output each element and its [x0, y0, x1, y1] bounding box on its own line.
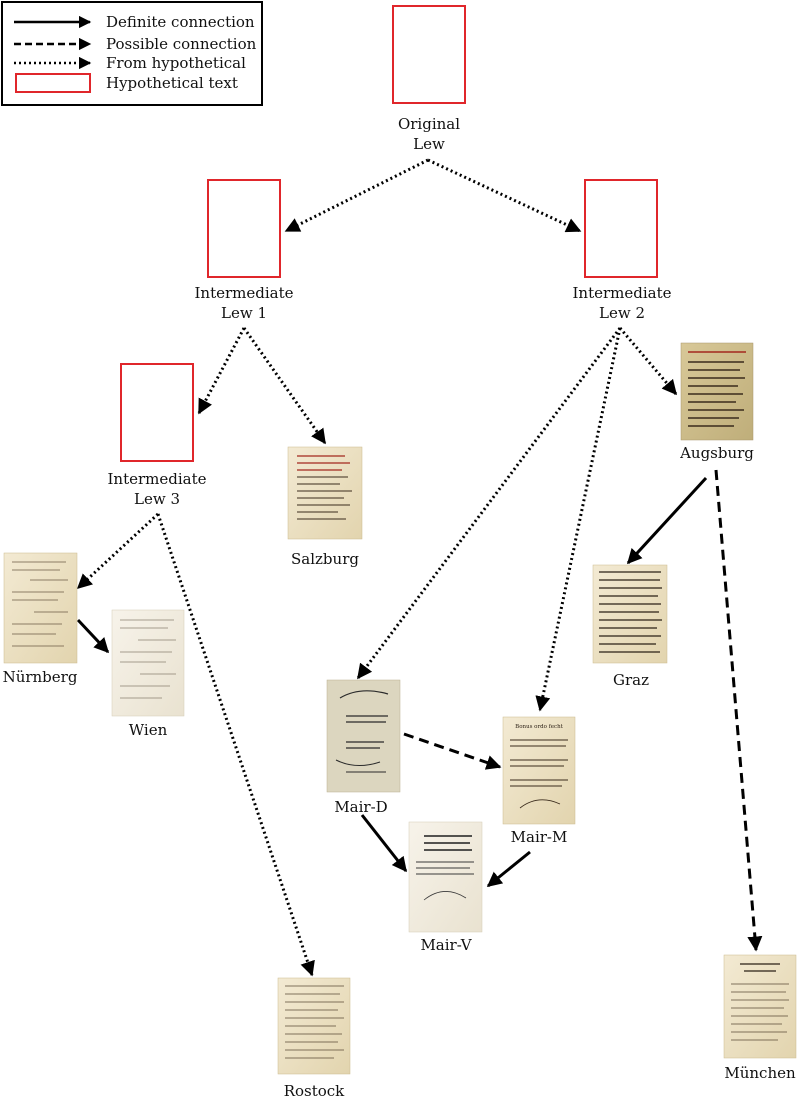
- manuscript-heading: Bonus ordo fecht: [515, 724, 563, 730]
- node-original: Original Lew: [392, 5, 466, 153]
- node-graz: Graz: [592, 564, 668, 689]
- legend-hypothetical-text-swatch: [15, 73, 91, 93]
- node-muenchen: München: [723, 954, 797, 1082]
- manuscript-thumbnail: [3, 552, 78, 664]
- node-salzburg: Salzburg: [287, 446, 363, 568]
- node-label: Salzburg: [291, 550, 359, 568]
- manuscript-thumbnail: [408, 821, 483, 933]
- node-mair-m: Bonus ordo fecht Mair-M: [502, 716, 576, 846]
- hypothetical-box: [584, 179, 658, 278]
- manuscript-thumbnail: Bonus ordo fecht: [502, 716, 576, 825]
- node-label: Mair-D: [334, 798, 387, 816]
- edge-mair-d-mair-v: [360, 814, 408, 873]
- edge-mair-d-mair-m: [403, 732, 502, 770]
- hypothetical-box: [392, 5, 466, 104]
- edge-lew2-mair-m: [535, 327, 622, 712]
- manuscript-thumbnail: [592, 564, 668, 664]
- node-label: Graz: [613, 671, 649, 689]
- node-label-line2: Lew: [413, 135, 445, 153]
- edge-nuernberg-wien: [76, 618, 110, 654]
- node-label-line2: Lew 2: [599, 304, 645, 322]
- node-label: Wien: [129, 721, 168, 739]
- node-wien: Wien: [111, 609, 185, 739]
- node-lew1: Intermediate Lew 1: [194, 179, 294, 322]
- edges: [76, 158, 763, 977]
- legend: Definite connection Possible connection …: [1, 1, 263, 106]
- node-label: München: [724, 1064, 796, 1082]
- node-label: Nürnberg: [3, 668, 78, 686]
- node-label-line1: Intermediate: [572, 284, 671, 302]
- edge-lew1-lew3: [197, 327, 246, 415]
- node-label-line1: Intermediate: [107, 470, 206, 488]
- node-label: Rostock: [284, 1082, 345, 1100]
- hypothetical-box: [207, 179, 281, 278]
- node-lew2: Intermediate Lew 2: [572, 179, 672, 322]
- node-label: Augsburg: [679, 444, 754, 462]
- node-augsburg: Augsburg: [679, 342, 754, 462]
- node-label: Mair-M: [511, 828, 568, 846]
- node-label-line1: Original: [398, 115, 460, 133]
- legend-hypothetical-label: From hypothetical: [106, 54, 246, 72]
- node-rostock: Rostock: [277, 977, 351, 1100]
- edge-mair-m-mair-v: [486, 850, 531, 888]
- node-label-line1: Intermediate: [194, 284, 293, 302]
- node-label: Mair-V: [420, 936, 472, 954]
- edge-lew3-rostock: [156, 513, 315, 977]
- manuscript-thumbnail: [287, 446, 363, 540]
- manuscript-thumbnail: [326, 679, 401, 793]
- edge-augsburg-graz: [626, 476, 708, 565]
- edge-lew1-salzburg: [242, 327, 327, 445]
- node-mair-v: Mair-V: [408, 821, 483, 954]
- manuscript-thumbnail: [111, 609, 185, 717]
- edge-lew2-mair-d: [356, 327, 622, 680]
- node-mair-d: Mair-D: [326, 679, 401, 816]
- edge-lew3-nuernberg: [76, 512, 160, 590]
- node-lew3: Intermediate Lew 3: [107, 363, 207, 508]
- legend-hypothetical-text-label: Hypothetical text: [106, 74, 238, 92]
- node-label-line2: Lew 1: [221, 304, 267, 322]
- edge-augsburg-muenchen: [714, 469, 763, 952]
- node-nuernberg: Nürnberg: [3, 552, 78, 686]
- edge-original-lew1: [284, 158, 429, 233]
- manuscript-thumbnail: [723, 954, 797, 1059]
- manuscript-thumbnail: [277, 977, 351, 1075]
- manuscript-thumbnail: [680, 342, 754, 441]
- node-label-line2: Lew 3: [134, 490, 180, 508]
- edge-original-lew2: [427, 158, 582, 233]
- legend-possible-label: Possible connection: [106, 35, 257, 53]
- hypothetical-box: [120, 363, 194, 462]
- legend-definite-label: Definite connection: [106, 13, 255, 31]
- edge-lew2-augsburg: [618, 327, 678, 396]
